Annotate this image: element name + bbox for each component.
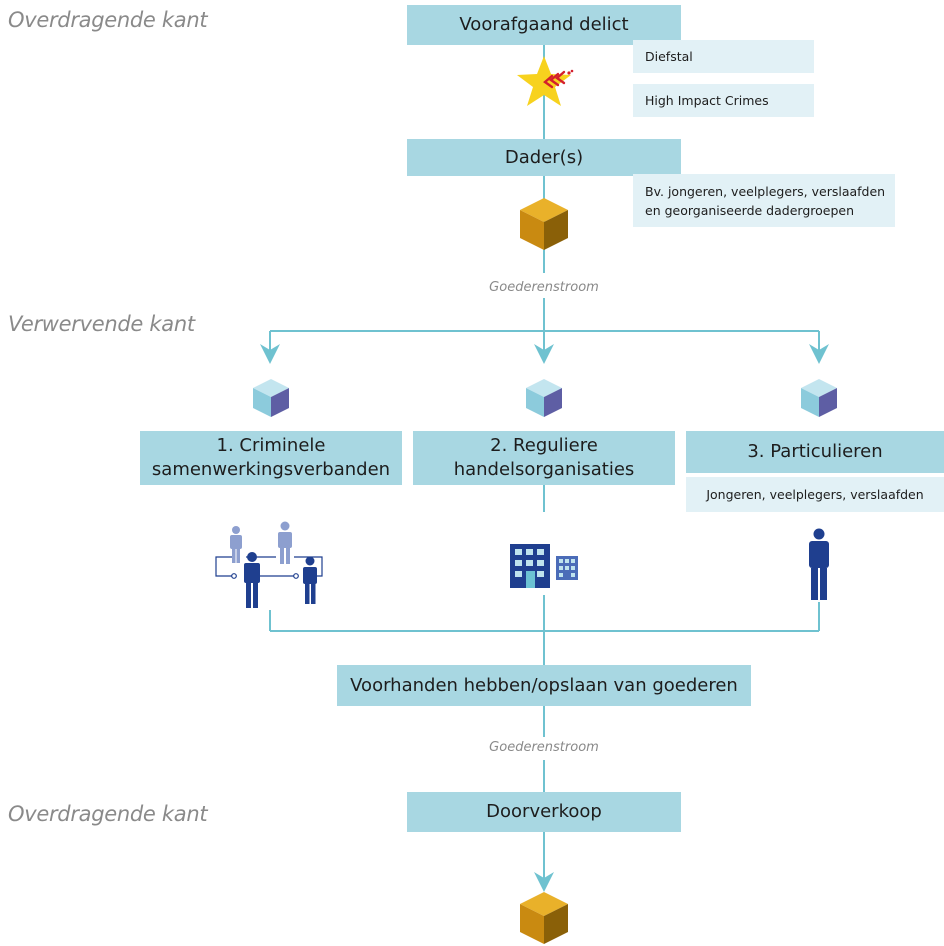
gold-box-icon	[520, 892, 568, 944]
box-reguliere-handelsorganisaties: 2. Reguliere handelsorganisaties	[413, 431, 675, 485]
flow-label-goederenstroom-2: Goederenstroom	[479, 740, 609, 755]
note-daders: Bv. jongeren, veelplegers, verslaafden e…	[633, 174, 895, 227]
office-building-icon	[510, 544, 578, 588]
crime-star-icon	[517, 56, 574, 106]
blue-box-icon	[801, 379, 837, 417]
box-voorafgaand-delict: Voorafgaand delict	[407, 5, 681, 45]
note-high-impact-crimes: High Impact Crimes	[633, 84, 814, 117]
box-criminele-line1: 1. Criminele	[216, 435, 326, 456]
box-reguliere-line1: 2. Reguliere	[490, 435, 598, 456]
side-label-top: Overdragende kant	[8, 8, 208, 32]
blue-box-icon	[253, 379, 289, 417]
side-label-middle: Verwervende kant	[8, 312, 195, 336]
box-reguliere-line2: handelsorganisaties	[453, 459, 635, 480]
box-doorverkoop: Doorverkoop	[407, 792, 681, 832]
box-particulieren: 3. Particulieren	[686, 431, 944, 473]
box-daders: Dader(s)	[407, 139, 681, 176]
note-daders-line1: Bv. jongeren, veelplegers, verslaafden	[645, 183, 886, 199]
box-criminele-line2: samenwerkingsverbanden	[151, 459, 391, 480]
box-criminele-samenwerkingsverbanden: 1. Criminele samenwerkingsverbanden	[140, 431, 402, 485]
person-icon	[809, 528, 829, 600]
gold-box-icon	[520, 198, 568, 250]
people-network-icon	[215, 521, 323, 608]
note-particulieren: Jongeren, veelplegers, verslaafden	[686, 477, 944, 512]
blue-box-icon	[526, 379, 562, 417]
flow-label-goederenstroom-1: Goederenstroom	[479, 280, 609, 295]
note-diefstal: Diefstal	[633, 40, 814, 73]
note-daders-line2: en georganiseerde dadergroepen	[645, 202, 855, 218]
box-voorhanden-hebben: Voorhanden hebben/opslaan van goederen	[337, 665, 751, 706]
side-label-bottom: Overdragende kant	[8, 802, 208, 826]
